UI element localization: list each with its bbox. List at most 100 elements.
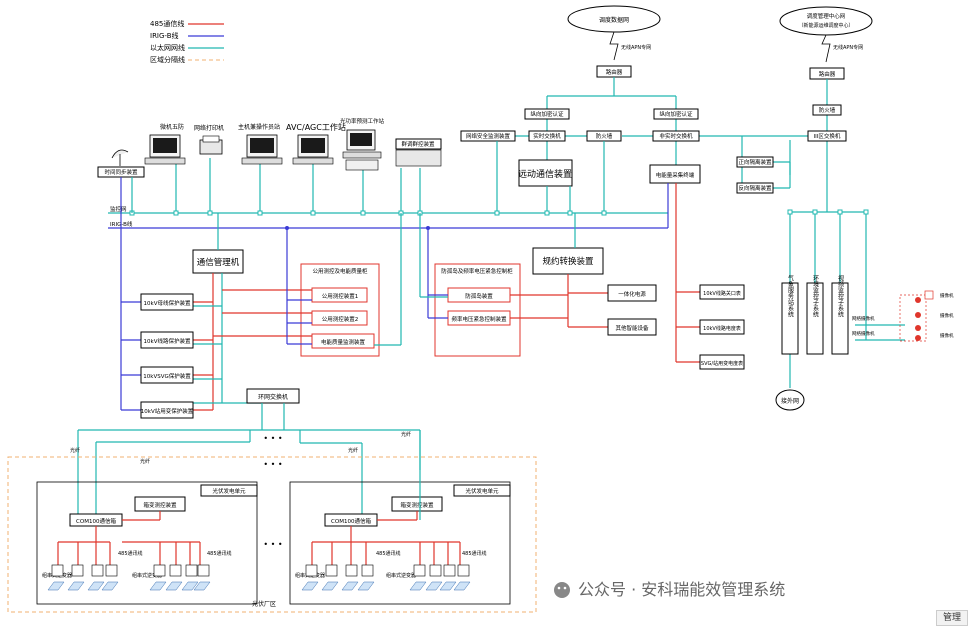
inverter-icon — [91, 564, 104, 577]
environment-monitoring-subsystem — [806, 282, 824, 355]
video-monitoring-subsystem — [831, 282, 849, 355]
unit-left-title: 光伏发电单元 — [212, 487, 246, 495]
solar-panel-icon — [181, 581, 199, 591]
reverse-isolation — [736, 182, 774, 194]
inverter-label-d: 组串式逆变器 — [386, 572, 416, 579]
external-net-label: 接外网 — [781, 397, 799, 405]
unit-right-title: 光伏发电单元 — [465, 487, 499, 495]
mgmt-network-line1: 调度管理中心网 — [807, 12, 846, 20]
apn-left-label: 无线APN专网 — [621, 44, 651, 51]
inverter-icon — [169, 564, 182, 577]
pv-unit-left — [36, 481, 258, 605]
non-realtime-switch-label: 非实时交换机 — [659, 132, 693, 140]
remote-comm-device-label: 远动通信装置 — [518, 168, 572, 180]
forward-isolation-label: 正向隔离装置 — [738, 158, 772, 166]
power-quality-monitor — [311, 333, 375, 349]
com-right-label: COM100通信箱 — [331, 517, 371, 525]
rs485-label-d: 485通讯线 — [462, 550, 487, 557]
anti-islanding-links — [419, 213, 568, 319]
watermark-text: 公众号 · 安科瑞能效管理系统 — [578, 580, 785, 599]
public-control-cabinet — [300, 263, 380, 357]
mgmt-network-line2: （新能源运维调度中心） — [798, 22, 853, 29]
non-realtime-switch — [652, 130, 700, 142]
line-protection-10kv — [140, 331, 194, 349]
dev-label-3: 摄像机 — [940, 332, 954, 339]
meter-links — [675, 183, 700, 363]
cam-label-2: 网络摄像机 — [852, 330, 875, 337]
pv-area-boundary — [7, 456, 537, 613]
station-transformer-protection — [140, 401, 194, 419]
zone-iii-links — [789, 211, 905, 388]
monitoring-bus — [108, 141, 669, 229]
time-sync-antenna-icon — [111, 149, 129, 166]
inverter-icon — [325, 564, 338, 577]
ring-switch-label: 环网交换机 — [258, 393, 288, 401]
public-control-2 — [311, 310, 368, 326]
pv-unit-right — [289, 481, 511, 605]
solar-panel-icon — [409, 581, 427, 591]
encryption-auth-left-label: 纵向加密认证 — [530, 110, 564, 118]
time-sync-label: 时间同步装置 — [104, 168, 138, 176]
inverter-icon — [51, 564, 64, 577]
encryption-auth-right — [653, 108, 699, 120]
ws1-label: 微机五防 — [160, 123, 184, 131]
freq-volt-label: 频率电压紧急控制装置 — [451, 315, 507, 323]
pv-unit-left-title — [200, 484, 258, 497]
prot4-label: 10kV站用变保护装置 — [141, 407, 194, 415]
avc-agc-workstation: AVC/AGC工作站 — [286, 122, 346, 165]
reverse-isolation-label: 反向隔离装置 — [738, 184, 772, 192]
protocol-converter — [532, 247, 604, 275]
meter3-label: SVG/站用变电度表 — [701, 360, 743, 367]
inverter-icon — [429, 564, 442, 577]
inverter-icon — [345, 564, 358, 577]
wireless-link-icon-right — [821, 34, 831, 63]
meter2-label: 10kV线路电度表 — [703, 325, 741, 332]
ws2-label: 网络打印机 — [194, 124, 224, 132]
ring-ellipsis: • • • — [263, 434, 282, 443]
forward-isolation — [736, 156, 774, 168]
pub-ctrl-2-label: 公用测控装置2 — [322, 315, 359, 323]
legend-label-485: 485通信线 — [150, 19, 184, 28]
router-left-label: 路由器 — [606, 68, 623, 76]
zone-iii-switch-label: III区交换机 — [814, 132, 841, 140]
svg-protection-10kv — [140, 366, 194, 384]
inverter-icon — [443, 564, 456, 577]
meter1-label: 10kV线路关口表 — [703, 290, 741, 297]
rs485-label-c: 485通讯线 — [376, 550, 401, 557]
ws3-label: 主机兼操作员站 — [238, 123, 280, 131]
watermark: 公众号 · 安科瑞能效管理系统 — [554, 580, 785, 599]
host-operator-workstation: 主机兼操作员站 — [238, 123, 283, 165]
pv-ellipsis: • • • — [263, 540, 282, 549]
dispatch-network-label: 调度数据网 — [599, 16, 629, 24]
sys3-label: 视频监控子系统 — [837, 274, 844, 318]
line-energy-meter — [699, 319, 745, 335]
energy-meter-terminal — [649, 164, 701, 184]
prot2-label: 10kV线路保护装置 — [144, 337, 191, 345]
encryption-auth-left — [524, 108, 570, 120]
fiber-label-1: 光纤 — [70, 447, 80, 454]
workstation-five-prevention: 微机五防 — [144, 123, 186, 165]
bus-protection-10kv — [140, 293, 194, 311]
legend-label-irig: IRIG-B线 — [150, 31, 179, 40]
irig-junction — [285, 226, 289, 230]
inverter-icon — [185, 564, 198, 577]
fiber-label-2: 光纤 — [140, 458, 150, 465]
inverter-icon — [457, 564, 470, 577]
manage-button[interactable]: 管理 — [936, 610, 968, 626]
solar-panel-icon — [149, 581, 167, 591]
solar-panel-icon — [425, 581, 443, 591]
solar-panel-icon — [101, 581, 119, 591]
solar-panel-icon — [439, 581, 457, 591]
prot3-label: 10kVSVG保护装置 — [143, 372, 191, 380]
bus-label-monitor: 监控网 — [110, 205, 127, 213]
legend: 485通信线 IRIG-B线 以太网网线 区域分隔线 — [150, 19, 224, 64]
pv-right-links — [311, 430, 461, 565]
inverter-label-b: 组串式逆变器 — [132, 572, 162, 579]
rs485-label-a: 485通讯线 — [118, 550, 143, 557]
dev-label-2: 摄像机 — [940, 312, 954, 319]
integrated-power-label: 一体化电源 — [618, 290, 646, 298]
pv-left-links — [57, 511, 201, 565]
irig-junction-2 — [426, 226, 430, 230]
solar-panel-icon — [67, 581, 85, 591]
pv-panels — [47, 564, 471, 591]
